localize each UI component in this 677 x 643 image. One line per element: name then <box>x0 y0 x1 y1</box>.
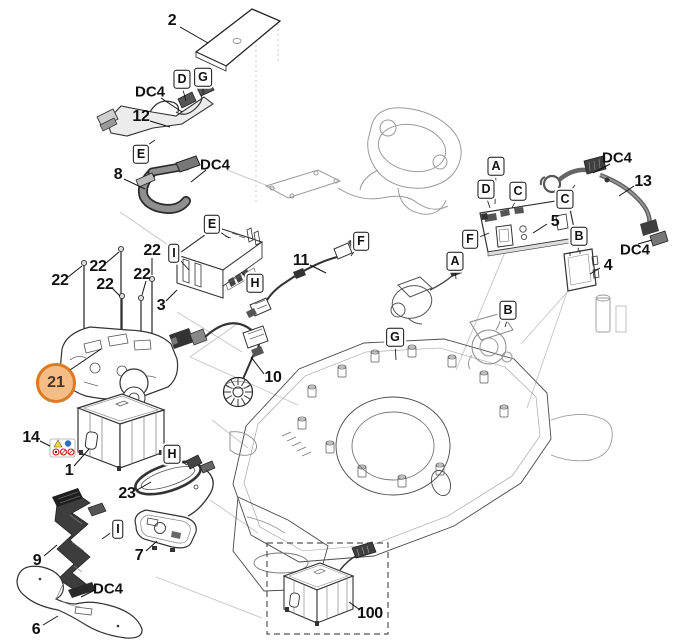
part-label-22: 22 <box>89 258 107 275</box>
part-label-2: 2 <box>167 12 177 29</box>
part-label-22: 22 <box>133 266 151 283</box>
part-label-22: 22 <box>51 272 69 289</box>
part-1-battery-box <box>76 393 166 471</box>
part-7-base-plate <box>134 509 197 552</box>
part-23-handle-loop <box>134 454 216 517</box>
connector-label-dc4: DC4 <box>619 241 651 259</box>
part-label-1: 1 <box>64 462 74 479</box>
part-5-circuit-board <box>479 198 577 257</box>
connector-label-dc4: DC4 <box>134 83 166 101</box>
part-label-13: 13 <box>634 173 652 190</box>
part-label-100: 100 <box>357 605 383 622</box>
part-label-23: 23 <box>118 485 136 502</box>
ref-label-d: D <box>477 179 495 199</box>
part-2-cover-strip <box>194 8 282 72</box>
part-label-14: 14 <box>22 429 40 446</box>
part-label-22: 22 <box>96 276 114 293</box>
part-leader-lines <box>39 26 653 626</box>
ref-label-i: I <box>168 243 180 263</box>
ref-label-b: B <box>499 300 517 320</box>
ref-label-a: A <box>446 251 464 271</box>
ref-label-d: D <box>173 69 191 89</box>
chassis-body-context <box>229 294 627 592</box>
part-label-12: 12 <box>132 108 150 125</box>
part-4-control-module <box>563 248 600 292</box>
part-label-4: 4 <box>603 257 613 274</box>
part-3-mounting-bracket <box>175 226 264 299</box>
connector-label-dc4: DC4 <box>92 580 124 598</box>
ref-label-c: C <box>509 181 527 201</box>
ref-label-h: H <box>163 444 181 464</box>
part-label-5: 5 <box>550 213 560 230</box>
part-label-6: 6 <box>31 621 41 638</box>
ref-label-g: G <box>194 67 212 87</box>
part-label-11: 11 <box>292 252 310 269</box>
ref-label-e: E <box>132 144 150 164</box>
ref-label-a: A <box>487 156 505 176</box>
part-label-8: 8 <box>113 166 123 183</box>
highlight-badge-21: 21 <box>36 363 76 403</box>
part-11-sensor-cable <box>246 238 359 318</box>
part-9-ribbon-cable <box>52 488 107 598</box>
part-label-10: 10 <box>264 369 282 386</box>
part-14-safety-sticker <box>49 438 76 458</box>
part-10-motor-impeller <box>169 322 269 408</box>
part-8-clamp <box>135 155 201 215</box>
ref-label-g: G <box>386 327 404 347</box>
part-label-7: 7 <box>134 547 144 564</box>
ref-label-f: F <box>462 229 478 249</box>
part-12-bracket-harness <box>96 81 215 137</box>
ref-label-h: H <box>246 273 264 293</box>
ref-label-f: F <box>353 231 369 251</box>
part-label-22: 22 <box>143 242 161 259</box>
ref-label-c: C <box>556 189 574 209</box>
connector-label-dc4: DC4 <box>199 156 231 174</box>
connector-label-dc4: DC4 <box>601 149 633 167</box>
ref-label-b: B <box>570 226 588 246</box>
part-label-3: 3 <box>156 297 166 314</box>
ref-label-e: E <box>203 214 221 234</box>
ref-label-i: I <box>112 519 124 539</box>
part-6-deflector <box>16 565 143 639</box>
part-label-9: 9 <box>32 552 42 569</box>
console-assembly-context <box>264 107 462 215</box>
part-100-battery <box>266 541 389 635</box>
